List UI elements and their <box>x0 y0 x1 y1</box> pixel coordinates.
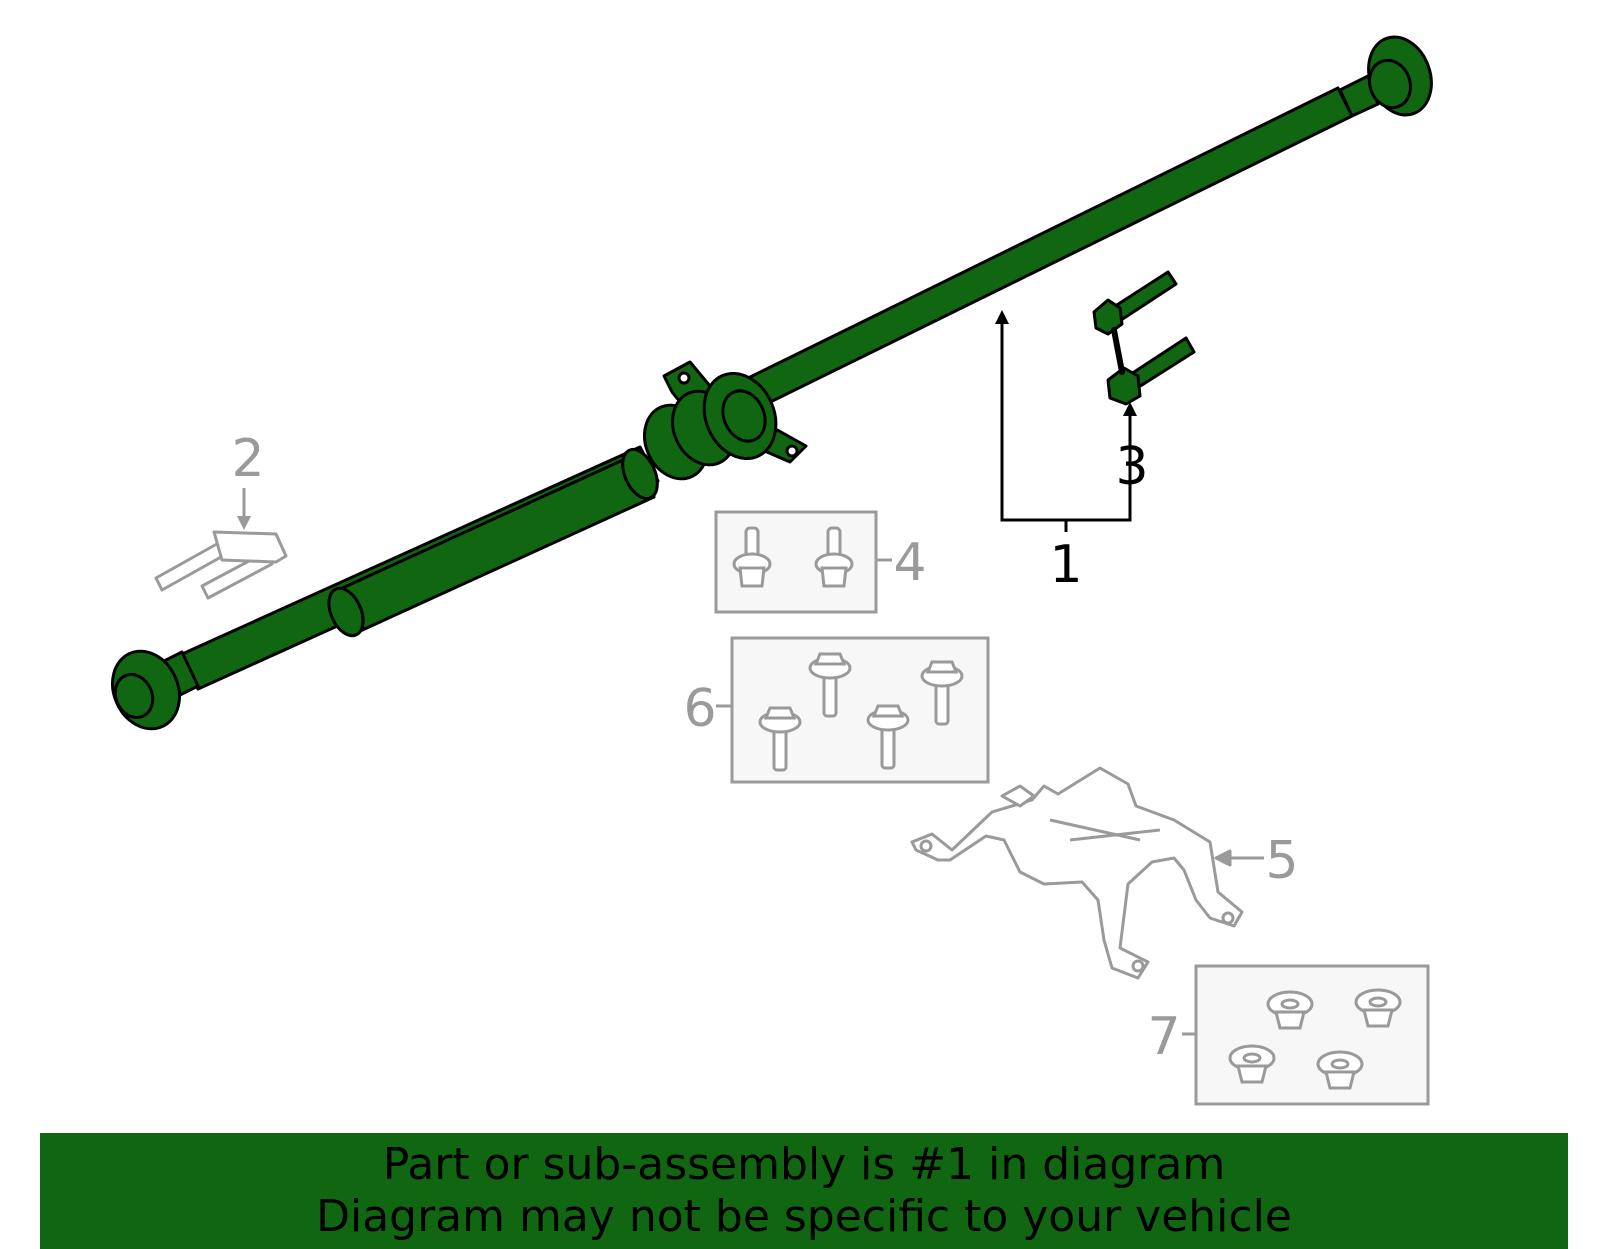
rear-shaft-tube <box>736 86 1354 413</box>
rear-yoke-face <box>1367 58 1413 110</box>
callout-4: 4 <box>893 533 926 593</box>
bracket-hole-left <box>677 371 691 385</box>
bracket-5-hole-right <box>1221 911 1235 925</box>
part-7-box[interactable] <box>1182 964 1430 1106</box>
sleeve-front-ring <box>327 586 365 638</box>
bracket-5-body <box>910 766 1244 980</box>
part-7-nut-3 <box>1228 1044 1276 1084</box>
part-7-nut-1 <box>1266 990 1314 1030</box>
bracket-5-tab <box>1000 784 1036 808</box>
callout-3: 3 <box>1115 437 1148 497</box>
bolt-3-upper-head <box>1092 298 1124 336</box>
part-6-bolt-1 <box>758 706 802 772</box>
banner-line-1: Part or sub-assembly is #1 in diagram <box>382 1139 1226 1190</box>
part-4-bolt-left <box>732 526 772 588</box>
bolt-2-head <box>212 530 288 564</box>
part-6-bolt-2 <box>808 652 852 718</box>
center-bearing-face <box>721 389 767 443</box>
part-6-box[interactable] <box>716 636 990 784</box>
part-6-bolt-4 <box>920 660 964 726</box>
part-2-bolts[interactable] <box>154 530 288 600</box>
part-6-bolt-3 <box>866 704 910 770</box>
leader-2-arrowhead <box>237 516 251 530</box>
part-4-bolt-right <box>814 526 854 588</box>
part-7-nut-4 <box>1316 1050 1364 1090</box>
callout-1: 1 <box>1049 535 1082 595</box>
callout-1-3-leaders <box>1000 322 1132 532</box>
bolt-2-lower-shank <box>200 550 274 600</box>
part-7-nut-2 <box>1354 988 1402 1028</box>
sleeve-rear-ring <box>621 447 659 501</box>
part-5-arrowhead <box>1214 849 1232 867</box>
info-banner: Part or sub-assembly is #1 in diagram Di… <box>40 1133 1568 1249</box>
callout-2: 2 <box>231 429 264 489</box>
bracket-5-crease-1 <box>1049 818 1141 842</box>
front-yoke-face <box>113 673 155 719</box>
bracket-hole-right <box>785 444 799 458</box>
callout-7: 7 <box>1147 1007 1180 1067</box>
bracket-5-hole-bottom <box>1131 959 1145 973</box>
part-7-frame <box>1194 964 1430 1106</box>
callout-6: 6 <box>683 679 716 739</box>
banner-background <box>40 1133 1568 1249</box>
callout-5: 5 <box>1265 831 1298 891</box>
leader-1-arrowhead <box>995 310 1009 324</box>
shaft-sleeve <box>336 453 656 634</box>
leader-1 <box>1000 322 1132 522</box>
leader-3-arrowhead <box>1123 402 1137 416</box>
part-3-bolts[interactable] <box>1092 270 1196 406</box>
bracket-5-hole-left <box>919 839 933 853</box>
part-5-bracket[interactable] <box>910 766 1264 980</box>
banner-line-2: Diagram may not be specific to your vehi… <box>316 1191 1292 1242</box>
part-4-box[interactable] <box>714 510 892 614</box>
bolt-3-link <box>1111 327 1125 375</box>
bracket-5-crease-2 <box>1069 828 1161 842</box>
driveshaft-assembly[interactable] <box>100 28 1441 739</box>
